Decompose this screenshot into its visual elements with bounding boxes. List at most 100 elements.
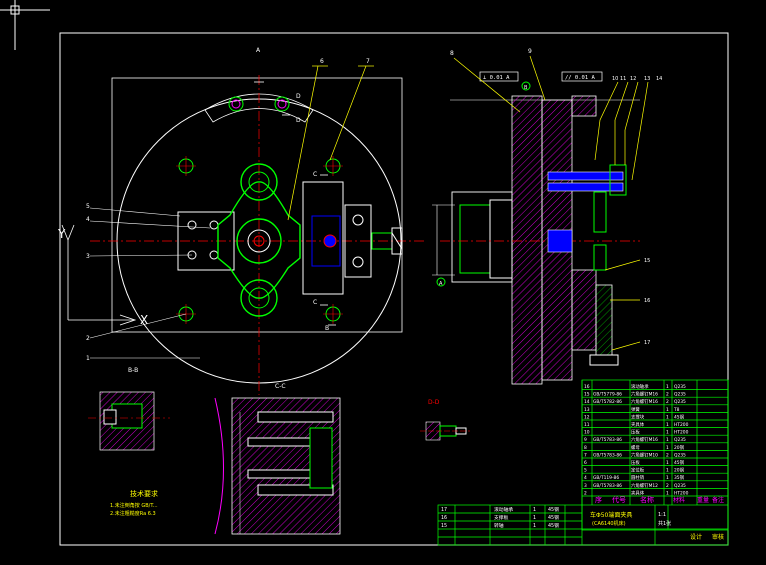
part-number-7: 7 (366, 58, 370, 65)
svg-text:B: B (325, 325, 329, 332)
part-number-13: 13 (644, 76, 650, 82)
bom-cell-qty: 1 (666, 490, 669, 496)
bom-cell-name: 夹具体 (631, 421, 645, 428)
datum-b: B (524, 85, 528, 91)
part-number-15: 15 (644, 258, 650, 264)
axis-label-x: X (140, 313, 148, 327)
bom-cell-no: 15 (584, 392, 590, 398)
bom-cell-material: Q235 (674, 483, 686, 489)
bom-cell-code: GB/T5783-86 (593, 483, 622, 489)
part-number-1: 1 (86, 355, 90, 362)
title-block (437, 504, 729, 546)
bom-cell-name: 夹具体 (631, 489, 645, 496)
bom-cell-material: 45钢 (674, 413, 685, 420)
bom-cell-name: 六角螺钉M10 (631, 451, 658, 458)
bom-cell-no: 4 (584, 475, 587, 481)
svg-text:C: C (313, 299, 317, 306)
bom-header-code: 代号 (612, 495, 626, 504)
bom-header: 序 代号 名称 材料 重量 备注 (595, 495, 724, 504)
bom-cell-no: 12 (584, 414, 590, 420)
tolerance-frame-2: // 0.01 A (565, 75, 595, 81)
title-block-scale: 1:1 (658, 512, 666, 518)
axis-label-y: Y (57, 227, 66, 241)
bom-cell-code: GB/T5779-86 (593, 392, 622, 398)
bom-cell-no: 3 (584, 483, 587, 489)
bom-cell-name: 定位板 (631, 467, 645, 474)
plan-view: A D D C C B Y X 5 4 3 2 1 (57, 47, 425, 395)
part-number-8: 8 (450, 50, 454, 57)
bom-cell-qty: 1 (666, 445, 669, 451)
title-block-check: 审核 (712, 533, 724, 541)
bom-cell-material: Q235 (674, 399, 686, 405)
title-block-sheet: 共1张 (658, 520, 671, 527)
bom-cell-no: 9 (584, 437, 587, 443)
view-label-a: A (256, 47, 261, 54)
bom-cell-name: 六角螺钉M16 (631, 398, 658, 405)
bom-cell-qty: 2 (666, 483, 669, 489)
bom-cell-name: 六角螺钉M12 (631, 482, 658, 489)
bom-cell-material: T8 (673, 407, 680, 413)
bom-header-name: 名称 (640, 495, 654, 504)
side-section-view: ⊥ 0.01 A // 0.01 A B A (432, 48, 662, 385)
bom-cell-material: HT200 (674, 430, 689, 436)
bom-cell-no: 6 (584, 460, 587, 466)
datum-a: A (439, 281, 443, 287)
svg-text:C: C (313, 171, 317, 178)
bom-cell-qty: 2 (666, 452, 669, 458)
bom-cell-no: 7 (584, 452, 587, 458)
bom-cell-qty: 1 (666, 460, 669, 466)
bom-cell-qty: 2 (666, 392, 669, 398)
bom-cell-name: 支撑块 (631, 413, 645, 420)
bom-cell-qty: 1 (666, 437, 669, 443)
section-bb-view (88, 391, 170, 451)
section-cc-view (214, 397, 341, 535)
bom-left-cell-qty: 1 (533, 523, 536, 529)
bom-left-cell-no: 16 (441, 515, 447, 521)
part-number-3: 3 (86, 253, 90, 260)
bom-cell-material: Q235 (674, 392, 686, 398)
part-number-11: 11 (620, 76, 626, 82)
bom-cell-name: 圆柱销 (631, 474, 645, 481)
part-number-14: 14 (656, 76, 662, 82)
bom-left-cell-material: 45钢 (548, 514, 559, 521)
bom-cell-qty: 1 (666, 384, 669, 390)
bom-cell-no: 10 (584, 430, 590, 436)
section-dd-view: D-D (420, 399, 470, 441)
tech-requirement-line-1: 1.未注倒角按 GB/T... (110, 502, 158, 509)
bom-cell-name: 螺母 (631, 444, 640, 451)
bom-cell-code: GB/T119-86 (593, 475, 619, 481)
part-number-16: 16 (644, 298, 650, 304)
part-number-12: 12 (630, 76, 636, 82)
bom-left-cell-name: 支撑板 (494, 514, 509, 521)
bom-cell-name: 六角螺钉M16 (631, 436, 658, 443)
bom-cell-name: 滚动轴承 (631, 383, 649, 390)
part-number-2: 2 (86, 335, 90, 342)
bom-cell-qty: 1 (666, 422, 669, 428)
cursor-crosshair-icon (0, 0, 50, 50)
bom-cell-material: HT200 (674, 422, 689, 428)
bom-left-cell-qty: 1 (533, 507, 536, 513)
bom-header-material: 材料 (673, 496, 685, 504)
bom-cell-qty: 1 (666, 407, 669, 413)
bom-cell-material: 20钢 (674, 467, 685, 474)
svg-text:D: D (296, 93, 301, 100)
part-number-17: 17 (644, 340, 650, 346)
bom-cell-no: 14 (584, 399, 590, 405)
bom-left-cell-material: 45钢 (548, 506, 559, 513)
title-block-drawn: 设计 (690, 533, 702, 541)
bom-left-cell-no: 15 (441, 523, 447, 529)
bom-cell-no: 8 (584, 445, 587, 451)
bom-cell-qty: 1 (666, 430, 669, 436)
bom-left-cell-name: 转轴 (494, 522, 504, 529)
bom-cell-material: Q235 (674, 384, 686, 390)
bom-cell-no: 5 (584, 468, 587, 474)
part-number-10: 10 (612, 76, 618, 82)
bom-cell-material: 35钢 (674, 474, 685, 481)
bom-left-cell-qty: 1 (533, 515, 536, 521)
bom-cell-qty: 1 (666, 414, 669, 420)
bom-cell-name: 六角螺钉M16 (631, 391, 658, 398)
bom-left-cell-no: 17 (441, 507, 447, 513)
